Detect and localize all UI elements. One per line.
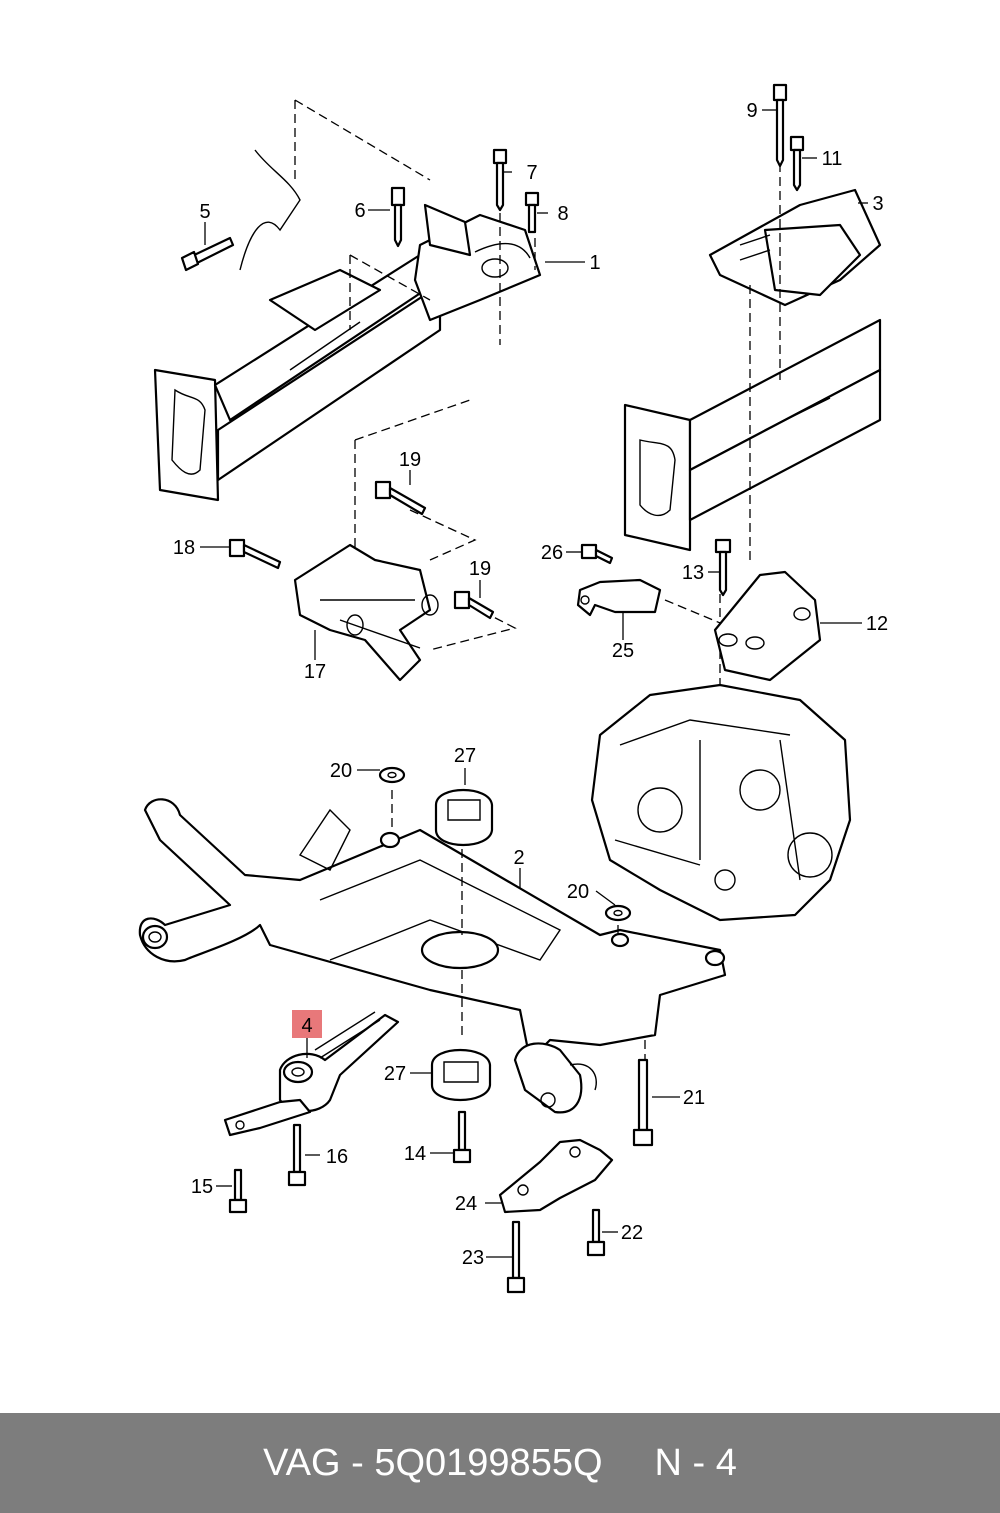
pendulum-bracket-17	[293, 543, 439, 682]
washer-20-right	[604, 904, 632, 922]
callout-25: 25	[612, 640, 634, 662]
callout-19-bottom: 19	[469, 558, 491, 580]
callout-6: 6	[354, 200, 365, 222]
brand-label: VAG	[263, 1441, 341, 1484]
bolt-16	[287, 1123, 307, 1187]
bolt-6	[390, 186, 406, 248]
bushing-27-bottom	[430, 1048, 492, 1102]
callout-27-bottom: 27	[384, 1063, 406, 1085]
bolt-21	[632, 1058, 654, 1147]
dashed-guide-subframe	[391, 790, 646, 1060]
callout-2: 2	[513, 847, 524, 869]
bolt-13	[714, 538, 732, 597]
callout-24: 24	[455, 1193, 477, 1215]
callout-13: 13	[682, 562, 704, 584]
bushing-27-top	[434, 788, 494, 847]
callout-27-top: 27	[454, 745, 476, 767]
bolt-5	[180, 236, 235, 272]
part-number-footer: VAG - 5Q0199855Q N - 4	[0, 1413, 1000, 1513]
subframe-2	[138, 798, 727, 1114]
right-longitudinal-member	[623, 318, 882, 552]
callout-7: 7	[526, 162, 537, 184]
bolt-14	[452, 1110, 472, 1164]
separator: -	[351, 1441, 364, 1484]
callout-20-right: 20	[567, 881, 589, 903]
callout-12: 12	[866, 613, 888, 635]
callout-18: 18	[173, 537, 195, 559]
callout-3: 3	[872, 193, 883, 215]
bolt-18	[228, 538, 282, 570]
leader-lines	[200, 109, 868, 1258]
callout-19-top: 19	[399, 449, 421, 471]
callout-15: 15	[191, 1176, 213, 1198]
callout-8: 8	[557, 203, 568, 225]
callout-26: 26	[541, 542, 563, 564]
callout-1: 1	[589, 252, 600, 274]
bolt-11	[789, 135, 805, 192]
gearbox-bracket-12	[713, 570, 822, 682]
callout-9: 9	[746, 100, 757, 122]
gearbox-housing	[590, 683, 852, 922]
engine-mount-1	[413, 203, 542, 322]
bolt-9	[772, 83, 788, 168]
callout-23: 23	[462, 1247, 484, 1269]
callout-5: 5	[199, 201, 210, 223]
bolt-19-bottom	[453, 590, 495, 620]
bracket-24	[498, 1138, 614, 1214]
part-number: 5Q0199855Q	[374, 1441, 603, 1484]
callout-17: 17	[304, 661, 326, 683]
gearbox-mount-3	[708, 188, 882, 307]
bolt-15	[228, 1168, 248, 1214]
position-number: N - 4	[654, 1441, 737, 1484]
left-dashed-guides	[294, 99, 536, 345]
callout-22: 22	[621, 1222, 643, 1244]
callout-20-left: 20	[330, 760, 352, 782]
callout-21: 21	[683, 1087, 705, 1109]
callout-11: 11	[822, 148, 843, 170]
washer-20-left	[378, 766, 406, 784]
bracket-25	[576, 578, 662, 617]
bracket-under-4	[223, 1098, 312, 1137]
bolt-22	[586, 1208, 606, 1257]
bolt-19-top	[374, 480, 427, 516]
callout-14: 14	[404, 1143, 426, 1165]
exploded-parts-diagram: 5 6 7 8 1 9 11 3 19 18 19 17 26 13 12 25…	[138, 83, 888, 1294]
callout-16: 16	[326, 1146, 348, 1168]
bolt-7	[492, 148, 508, 212]
highlight-box-4	[292, 1010, 322, 1038]
bolt-23	[506, 1220, 526, 1294]
bolt-26	[580, 543, 614, 565]
bolt-8	[524, 191, 540, 234]
callout-4: 4	[301, 1015, 312, 1037]
dashed-guide-middle	[354, 399, 517, 651]
callout-labels: 5 6 7 8 1 9 11 3 19 18 19 17 26 13 12 25…	[173, 100, 888, 1269]
